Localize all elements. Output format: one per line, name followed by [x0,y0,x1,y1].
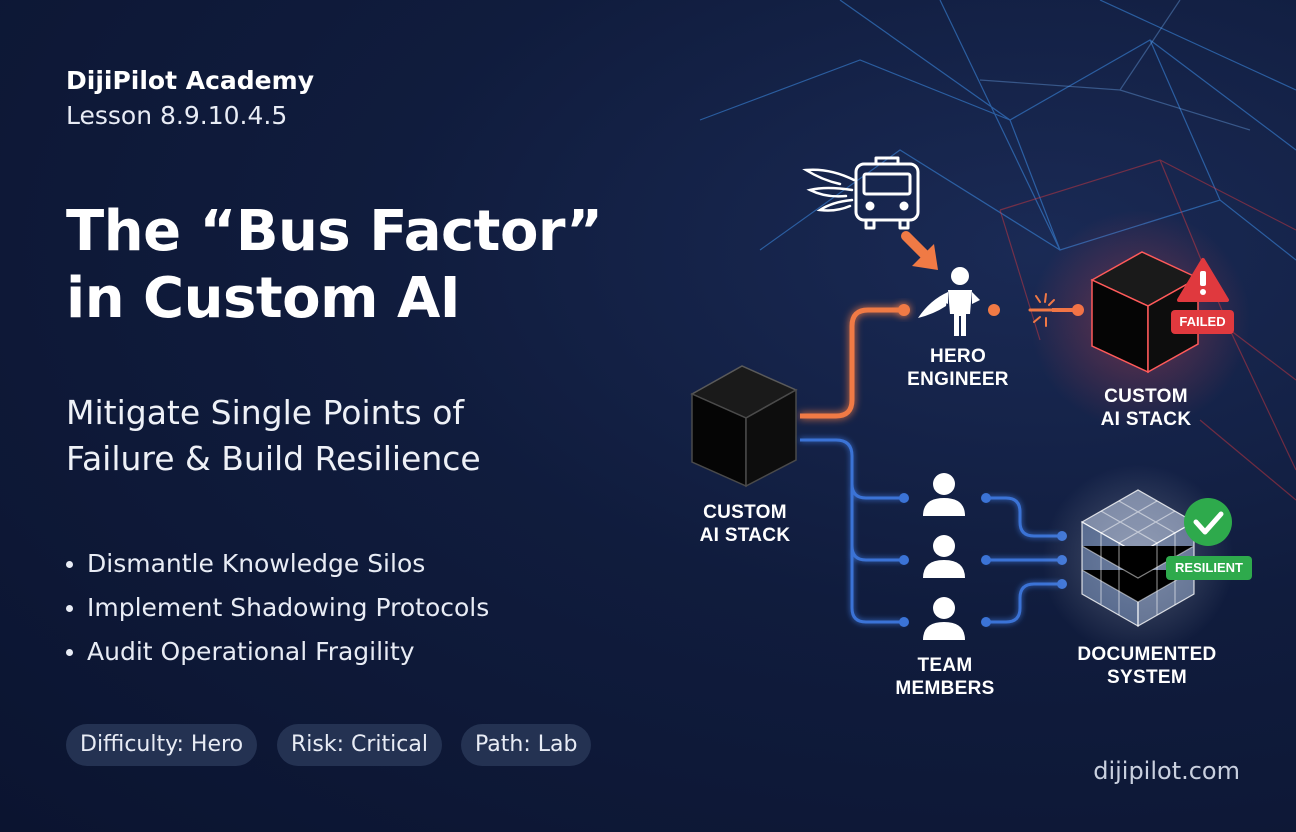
wings-icon [802,168,856,212]
failed-badge: FAILED [1171,310,1234,334]
risk-path-node [898,304,910,316]
title-line-2: in Custom AI [66,266,461,332]
lesson-number: Lesson 8.9.10.4.5 [66,101,288,130]
background-network [699,0,1296,501]
risk-path [800,307,904,419]
resilient-paths [800,438,1062,624]
list-item: Audit Operational Fragility [66,630,489,674]
failed-stack-cube [1090,251,1200,374]
list-item: Dismantle Knowledge Silos [66,542,489,586]
site-url[interactable]: dijipilot.com [1093,757,1240,785]
resilient-badge: RESILIENT [1166,556,1252,580]
bullet-dot-icon [66,560,73,568]
person-icon [923,473,965,516]
bullet-list: Dismantle Knowledge Silos Implement Shad… [66,542,489,674]
hero-engineer-label: HERO ENGINEER [907,346,1009,390]
failed-stack-label: CUSTOM AI STACK [1100,386,1192,430]
check-icon [1184,498,1232,546]
bullet-dot-icon [66,604,73,612]
bullet-text: Audit Operational Fragility [87,637,415,666]
subtitle-line-2: Failure & Build Resilience [66,439,481,479]
path-chip: Path: Lab [461,724,592,766]
source-stack-label: CUSTOM AI STACK [699,502,791,546]
page-subtitle: Mitigate Single Points of Failure & Buil… [66,390,626,482]
title-line-1: The “Bus Factor” [66,199,603,264]
bus-icon [854,156,920,230]
team-members-label: TEAM MEMBERS [895,655,995,699]
arrow-icon [901,231,938,270]
person-icon [923,597,965,640]
subtitle-line-1: Mitigate Single Points of [66,393,465,432]
left-stack-cube [690,365,798,488]
difficulty-chip: Difficulty: Hero [66,724,258,766]
warning-icon [1177,258,1229,302]
risk-chip: Risk: Critical [277,724,442,766]
superhero-icon [918,267,980,336]
broken-link-node-left [988,304,1000,316]
list-item: Implement Shadowing Protocols [66,586,489,630]
bullet-text: Implement Shadowing Protocols [87,593,490,622]
brand-name: DijiPilot Academy [66,66,314,95]
page-title: The “Bus Factor” in Custom AI [66,198,706,332]
documented-system-label: DOCUMENTED SYSTEM [1077,644,1217,688]
bullet-text: Dismantle Knowledge Silos [87,549,426,578]
bullet-dot-icon [66,648,73,656]
person-icon [923,535,965,578]
